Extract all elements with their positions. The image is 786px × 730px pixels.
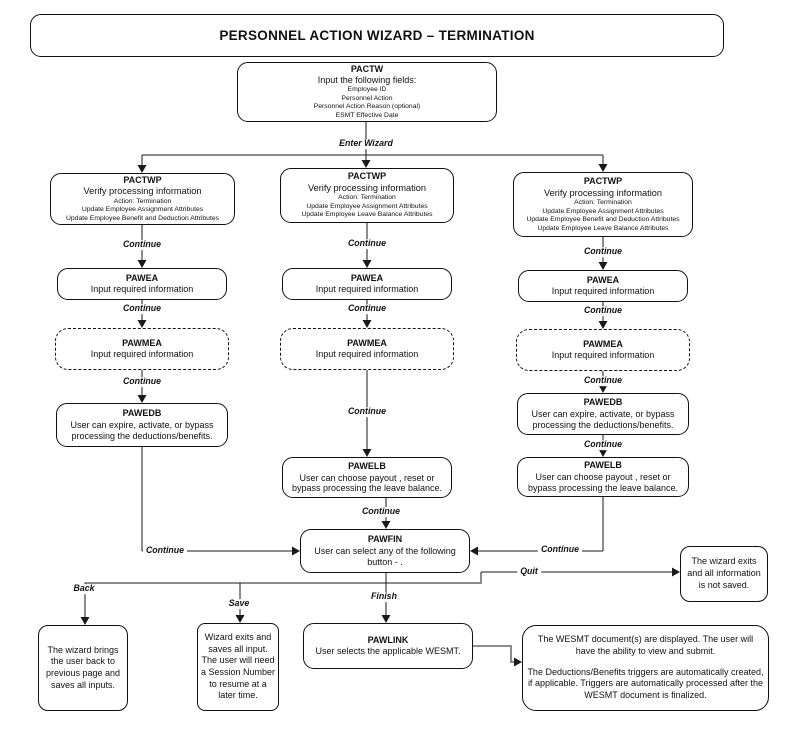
continue-label: Continue: [580, 305, 626, 316]
arrow-quit: [481, 567, 680, 577]
pactwp-middle-detail: Update Employee Leave Balance Attributes: [301, 211, 433, 219]
pawelb-text: User can choose payout , reset or bypass…: [527, 472, 679, 493]
continue-label: Continue: [344, 303, 390, 314]
pactwp-left-subtitle: Verify processing information: [83, 186, 202, 197]
pawea-box-middle: PAWEA Input required information: [282, 268, 452, 300]
pactwp-right-detail: Update Employee Leave Balance Attributes: [537, 224, 669, 232]
pactwp-middle-name: PACTWP: [347, 171, 387, 182]
pawea-text: Input required information: [90, 284, 194, 295]
pactwp-right-detail: Action: Termination: [574, 199, 632, 207]
pawea-box-left: PAWEA Input required information: [57, 268, 227, 300]
pawmea-box-left: PAWMEA Input required information: [55, 328, 229, 370]
wesmt-note-paragraph-2: The Deductions/Benefits triggers are aut…: [527, 666, 764, 701]
pactwp-left-detail: Update Employee Benefit and Deduction At…: [65, 214, 220, 222]
pactwp-box-middle: PACTWP Verify processing information Act…: [280, 168, 454, 223]
pawea-name: PAWEA: [125, 272, 159, 283]
pawmea-box-middle: PAWMEA Input required information: [280, 328, 454, 370]
pawea-box-right: PAWEA Input required information: [518, 270, 688, 302]
finish-label: Finish: [368, 591, 400, 602]
pawfin-name: PAWFIN: [367, 534, 403, 545]
pactw-subtitle: Input the following fields:: [317, 75, 417, 86]
pawmea-name: PAWMEA: [122, 337, 162, 348]
pactw-box: PACTW Input the following fields: Employ…: [237, 62, 497, 122]
save-note-box: Wizard exits and saves all input. The us…: [197, 623, 279, 711]
pawedb-name: PAWEDB: [583, 397, 623, 408]
pawedb-box-right: PAWEDB User can expire, activate, or byp…: [517, 393, 689, 435]
bottom-rail: [85, 572, 483, 585]
pawmea-text: Input required information: [90, 349, 194, 360]
arrow-branch-middle: [361, 155, 371, 168]
pactwp-left-detail: Update Employee Assignment Attributes: [81, 206, 204, 214]
save-note-text: Wizard exits and saves all input. The us…: [200, 631, 276, 701]
pawlink-box: PAWLINK User selects the applicable WESM…: [303, 623, 473, 669]
back-note-box: The wizard brings the user back to previ…: [38, 625, 128, 711]
pactw-field: Employee ID: [347, 86, 387, 94]
pawedb-name: PAWEDB: [122, 408, 162, 419]
pawelb-box-right: PAWELB User can choose payout , reset or…: [517, 457, 689, 497]
pawea-name: PAWEA: [586, 274, 620, 285]
pactw-field: ESMT Effective Date: [335, 111, 399, 119]
pactw-name: PACTW: [350, 63, 384, 74]
pactwp-right-subtitle: Verify processing information: [544, 187, 662, 198]
pawlink-name: PAWLINK: [367, 634, 409, 645]
continue-label: Continue: [580, 246, 626, 257]
pactw-field: Personnel Action Reason (optional): [313, 103, 421, 111]
back-note-text: The wizard brings the user back to previ…: [45, 644, 121, 690]
pactwp-right-detail: Update Employee Benefit and Deduction At…: [526, 216, 680, 224]
pawedb-text: User can expire, activate, or bypass pro…: [531, 409, 675, 430]
pawea-text: Input required information: [315, 284, 419, 295]
save-label: Save: [225, 598, 253, 609]
quit-note-text: The wizard exits and all information is …: [687, 556, 761, 590]
continue-label: Continue: [344, 406, 390, 417]
quit-note-box: The wizard exits and all information is …: [680, 546, 768, 602]
wesmt-note-paragraph-1: The WESMT document(s) are displayed. The…: [537, 634, 754, 656]
continue-label: Continue: [580, 439, 626, 450]
continue-label: Continue: [344, 238, 390, 249]
pawea-text: Input required information: [551, 286, 655, 297]
pawmea-name: PAWMEA: [347, 337, 387, 348]
continue-label: Continue: [537, 544, 583, 555]
pactwp-middle-detail: Action: Termination: [338, 194, 396, 202]
pactwp-left-detail: Action: Termination: [113, 197, 172, 205]
continue-label: Continue: [142, 545, 188, 556]
pawfin-text: User can select any of the following but…: [314, 546, 456, 567]
diagram-title: PERSONNEL ACTION WIZARD – TERMINATION: [219, 28, 535, 43]
pactwp-left-name: PACTWP: [123, 174, 162, 185]
wesmt-note-box: The WESMT document(s) are displayed. The…: [522, 625, 769, 711]
enter-wizard-label: Enter Wizard: [336, 138, 396, 149]
continue-label: Continue: [580, 375, 626, 386]
pawmea-text: Input required information: [315, 349, 419, 360]
arrow-branch-left: [137, 155, 147, 173]
pawmea-text: Input required information: [551, 350, 655, 361]
pawelb-name: PAWELB: [584, 460, 622, 471]
pawelb-name: PAWELB: [348, 460, 386, 471]
pactwp-middle-detail: Update Employee Assignment Attributes: [306, 202, 428, 210]
pawmea-box-right: PAWMEA Input required information: [516, 329, 690, 371]
pactwp-right-detail: Update Employee Assignment Attributes: [542, 207, 664, 215]
connector-pawlink-wesmt: [473, 644, 522, 667]
pawedb-text: User can expire, activate, or bypass pro…: [70, 420, 214, 441]
pawlink-text: User selects the applicable WESMT.: [315, 646, 461, 657]
pawedb-box-left: PAWEDB User can expire, activate, or byp…: [56, 403, 228, 447]
pawmea-name: PAWMEA: [583, 338, 623, 349]
continue-label: Continue: [119, 303, 165, 314]
pactwp-middle-subtitle: Verify processing information: [308, 182, 426, 193]
pawfin-box: PAWFIN User can select any of the follow…: [300, 529, 470, 573]
pawelb-box-middle: PAWELB User can choose payout , reset or…: [282, 457, 452, 498]
pawelb-text: User can choose payout , reset or bypass…: [291, 472, 443, 494]
continue-label: Continue: [119, 376, 165, 387]
pactw-field: Personnel Action: [341, 94, 393, 102]
back-label: Back: [70, 583, 98, 594]
pactwp-right-name: PACTWP: [583, 175, 623, 186]
pactwp-box-right: PACTWP Verify processing information Act…: [513, 172, 693, 237]
continue-label: Continue: [119, 239, 165, 250]
pawea-name: PAWEA: [350, 272, 384, 283]
pactwp-box-left: PACTWP Verify processing information Act…: [50, 173, 235, 225]
continue-label: Continue: [358, 506, 404, 517]
arrow-left-pawedb-pawfin: [141, 447, 300, 556]
arrow-right-pawelb-pawfin: [470, 497, 604, 556]
diagram-title-box: PERSONNEL ACTION WIZARD – TERMINATION: [30, 14, 724, 57]
quit-label: Quit: [517, 566, 541, 577]
arrow-branch-right: [598, 155, 608, 172]
